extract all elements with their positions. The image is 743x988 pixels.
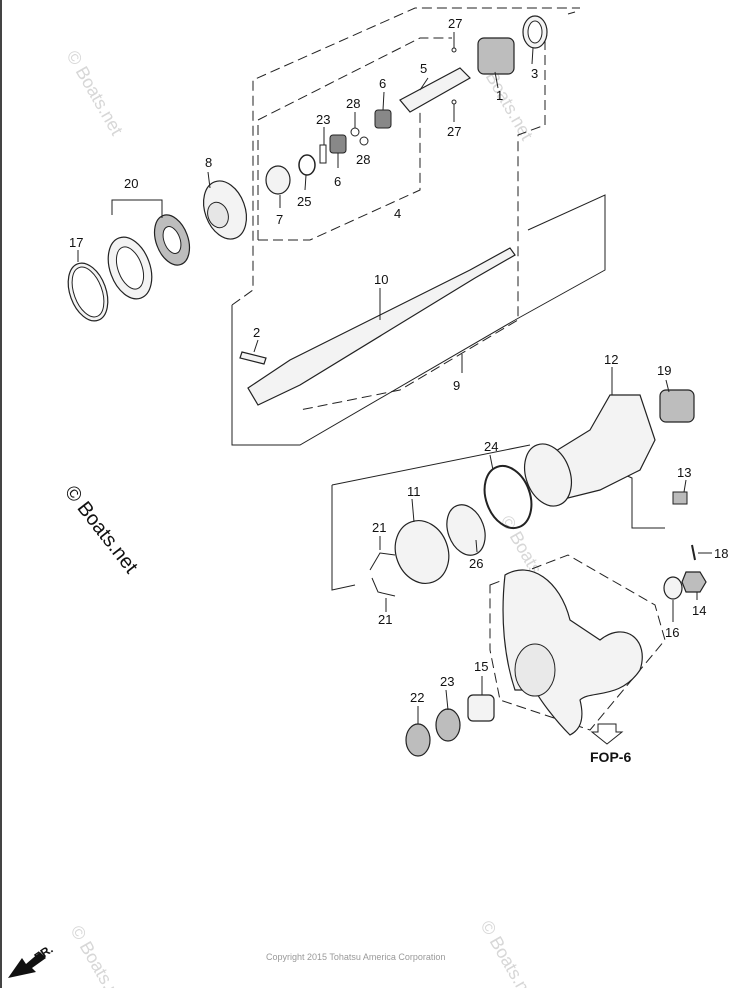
watermark-bottom-left: © Boats.net	[67, 922, 131, 988]
thrust-bearing-21-upper	[369, 552, 396, 571]
callout-10: 9	[453, 378, 460, 393]
callout-6-upper: 6	[379, 76, 386, 91]
callout-13: 13	[677, 465, 691, 480]
reference-label: FOP-6	[590, 749, 631, 765]
bearing-race-20-inner	[115, 246, 145, 290]
callout-17: 17	[69, 235, 83, 250]
plunger-5	[399, 67, 471, 113]
callout-9: 11	[407, 484, 421, 499]
nut-14	[681, 571, 707, 593]
copyright-text: Copyright 2015 Tohatsu America Corporati…	[266, 952, 445, 962]
callout-21-upper: 21	[372, 520, 386, 535]
leader-lines	[77, 32, 712, 724]
spring-6-upper	[374, 109, 392, 129]
o-ring-24	[483, 465, 533, 529]
callout-23-right: 23	[440, 674, 454, 689]
callout-25: 25	[297, 194, 311, 209]
callout-28-upper: 28	[346, 96, 360, 111]
dot-27-upper	[451, 47, 457, 53]
callout-7: 7	[276, 212, 283, 227]
gear-8-hub	[207, 201, 229, 229]
washer-23-right	[435, 708, 461, 742]
bearing-26	[446, 504, 486, 556]
callout-24: 24	[484, 439, 498, 454]
propeller-outline	[489, 554, 666, 731]
tapered-bearing-20-inner	[162, 226, 182, 254]
callout-3: 3	[531, 66, 538, 81]
callout-12: 12	[604, 352, 618, 367]
ball-28-upper	[350, 127, 360, 137]
callout-28-lower: 28	[356, 152, 370, 167]
ball-28-lower	[359, 136, 369, 146]
shaft-outline-right	[514, 194, 606, 321]
propeller-hub	[514, 643, 556, 697]
group-outline-right	[299, 40, 546, 411]
washer-16	[663, 576, 683, 600]
group-outline-upper	[231, 7, 580, 306]
group-outline-inner-bottom	[258, 110, 421, 241]
callout-1: 1	[496, 88, 503, 103]
callout-22: 23	[316, 112, 330, 127]
arrow-tip	[567, 11, 576, 15]
bolt-13	[672, 491, 688, 505]
washer-23-left	[405, 723, 431, 757]
clutch-1	[477, 37, 515, 75]
callout-19: 19	[657, 363, 671, 378]
callout-bracket-20	[111, 199, 163, 218]
spring-6-lower	[329, 134, 347, 154]
spacer-15	[467, 694, 495, 722]
cotter-pin-18	[691, 544, 696, 561]
pin-2	[239, 351, 267, 365]
clip-25	[298, 154, 316, 176]
callout-8: 8	[205, 155, 212, 170]
callout-23-left: 22	[410, 690, 424, 705]
housing-bolt-leader	[624, 474, 665, 529]
pin-22	[319, 144, 327, 164]
callout-4: 4	[394, 206, 401, 221]
callout-14: 14	[692, 603, 706, 618]
propeller-shaft-11	[247, 247, 516, 406]
front-arrow-icon	[8, 952, 46, 978]
shaft-outline	[231, 305, 516, 446]
gear-9	[394, 520, 450, 584]
callout-27-bottom: 27	[447, 124, 461, 139]
watermark-top-left: © Boats.net	[63, 47, 127, 139]
watermark-bottom-right: © Boats.net	[477, 917, 541, 988]
bearing-19	[659, 389, 695, 423]
ring-3-inner	[527, 20, 543, 44]
callout-15: 15	[474, 659, 488, 674]
callout-2: 2	[253, 325, 260, 340]
thrust-bearing-21-lower	[371, 577, 396, 597]
gear-outline-top	[331, 444, 531, 486]
dot-27-lower	[451, 99, 457, 105]
callout-18: 18	[714, 546, 728, 561]
gear-outline	[331, 485, 356, 591]
callout-11: 10	[374, 272, 388, 287]
ring-17-inner	[71, 266, 105, 318]
part-7	[265, 165, 291, 195]
callout-26: 26	[469, 556, 483, 571]
watermark-dark: © Boats.net	[60, 482, 142, 578]
callout-21-lower: 21	[378, 612, 392, 627]
callout-16: 16	[665, 625, 679, 640]
fop-arrow-icon	[590, 723, 624, 745]
housing-12-flange	[524, 443, 572, 507]
callout-5: 5	[420, 61, 427, 76]
callout-6-lower: 6	[334, 174, 341, 189]
group-outline-inner	[257, 37, 452, 240]
callout-20: 20	[124, 176, 138, 191]
callout-27-top: 27	[448, 16, 462, 31]
